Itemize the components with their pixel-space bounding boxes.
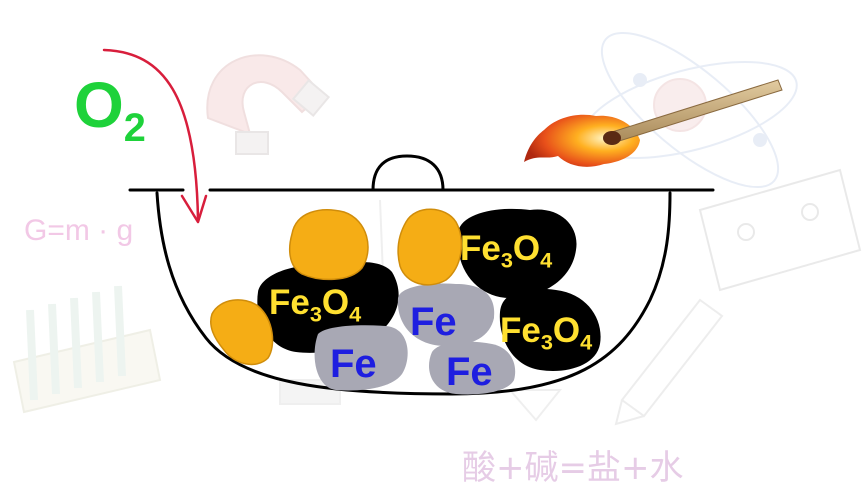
orange-blob-1 bbox=[288, 209, 369, 281]
oxygen-arrow bbox=[102, 48, 208, 224]
fe3o4-blob-right bbox=[499, 288, 601, 371]
fe-label-right: Fe bbox=[446, 350, 493, 394]
fe3o4-label-right: Fe3O4 bbox=[500, 311, 592, 356]
fe3o4-prefix: Fe bbox=[460, 229, 501, 268]
reaction-contents bbox=[210, 208, 601, 395]
orange-blob-2 bbox=[397, 208, 463, 286]
fe3o4-label-top: Fe3O4 bbox=[460, 229, 552, 274]
fe-blob-left bbox=[314, 325, 408, 391]
fe-blob-right bbox=[429, 341, 516, 395]
fe3o4-sub2: 4 bbox=[540, 247, 553, 273]
oxygen-subscript: 2 bbox=[123, 105, 146, 150]
fe-label-top: Fe bbox=[410, 300, 457, 344]
fe3o4-mid: O bbox=[552, 311, 581, 350]
bowl-lid-knob bbox=[371, 154, 445, 192]
burning-match-icon bbox=[524, 79, 783, 167]
fire-icon bbox=[524, 114, 640, 167]
orange-blob-3 bbox=[210, 299, 274, 366]
fe3o4-mid: O bbox=[512, 229, 541, 268]
bowl bbox=[128, 154, 715, 396]
fe3o4-sub1: 3 bbox=[500, 247, 513, 273]
fe3o4-prefix: Fe bbox=[500, 311, 541, 350]
oxygen-label: O2 bbox=[74, 68, 146, 151]
fe-blob-top bbox=[397, 283, 495, 346]
pencil-icon bbox=[614, 298, 724, 426]
background-formula: G=m · g bbox=[24, 214, 134, 247]
bowl-body bbox=[155, 191, 672, 396]
fe3o4-prefix: Fe bbox=[269, 283, 310, 322]
test-tube-rack-icon bbox=[12, 285, 162, 414]
fe3o4-sub1: 3 bbox=[309, 301, 322, 327]
circuit-icon bbox=[698, 168, 862, 292]
fe3o4-blob-top bbox=[457, 208, 577, 299]
fe3o4-mid: O bbox=[321, 283, 350, 322]
fe3o4-sub1: 3 bbox=[540, 329, 553, 355]
fe3o4-sub2: 4 bbox=[349, 301, 362, 327]
fe3o4-sub2: 4 bbox=[580, 329, 593, 355]
match-head bbox=[603, 131, 621, 145]
oxygen-symbol: O bbox=[74, 69, 124, 141]
fe-label-left: Fe bbox=[330, 342, 377, 386]
fe3o4-label-left: Fe3O4 bbox=[269, 283, 361, 328]
background-equation: 酸+碱=盐+水 bbox=[462, 448, 684, 488]
magnet-icon bbox=[206, 54, 331, 155]
